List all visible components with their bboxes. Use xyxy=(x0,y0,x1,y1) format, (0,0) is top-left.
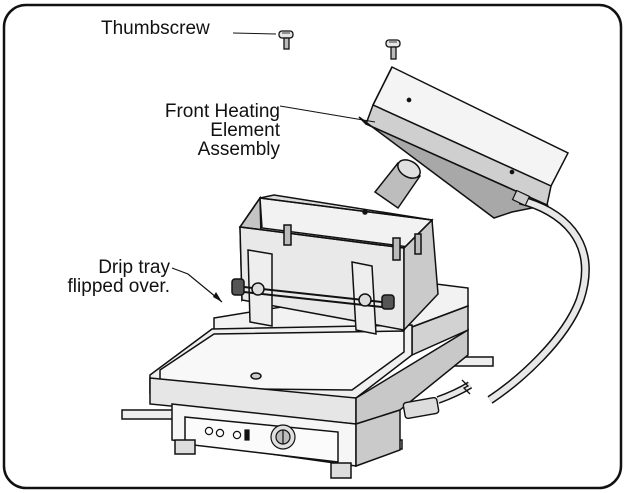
thumbscrew-left xyxy=(278,30,294,50)
front-heating-label-line3: Assembly xyxy=(197,139,280,160)
drip-tray-label-line2: flipped over. xyxy=(67,276,170,297)
indicator-switch xyxy=(244,429,250,441)
front-heating-element xyxy=(358,65,570,219)
arrow-head xyxy=(213,292,222,302)
drip-tray xyxy=(238,194,439,332)
rear-handle xyxy=(373,159,422,210)
cable-connector xyxy=(402,379,473,420)
diagram-border xyxy=(2,3,623,490)
drip-tray-label-line1: Drip tray xyxy=(98,257,170,278)
front-heating-label-line2: Element xyxy=(210,120,280,141)
front-heating-label: Front Heating Element Assembly xyxy=(136,102,280,159)
front-heating-label-line1: Front Heating xyxy=(164,101,280,122)
indicator-light-2 xyxy=(215,428,225,438)
leader-drip-tray xyxy=(171,267,223,303)
control-panel xyxy=(204,424,296,450)
leader-thumbscrew xyxy=(232,32,277,35)
indicator-light-1 xyxy=(204,426,214,436)
leader-heating xyxy=(279,105,376,123)
thumbscrew-label: Thumbscrew xyxy=(101,18,210,39)
drip-tray-label: Drip tray flipped over. xyxy=(40,258,170,296)
hinge-arms xyxy=(231,249,395,335)
thumbscrew-right xyxy=(385,39,401,60)
indicator-light-3 xyxy=(232,430,242,440)
